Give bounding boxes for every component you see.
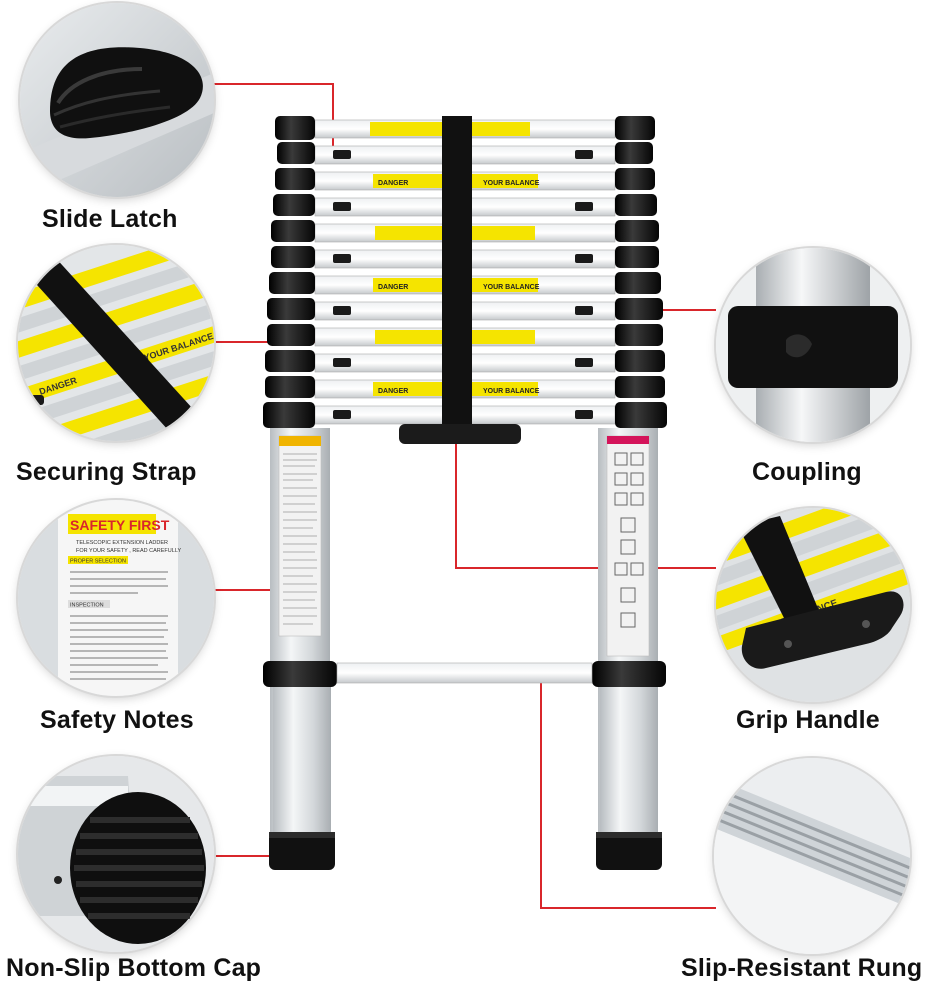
safety-notes-detail-image: SAFETY FIRST TELESCOPIC EXTENSION LADDER… (18, 500, 214, 696)
grip-handle (399, 424, 521, 444)
securing-strap-detail-circle: DANGER YOUR BALANCE (18, 245, 214, 441)
label-slide-latch: Slide Latch (42, 205, 178, 233)
lower-coupling-left (263, 661, 337, 687)
bottom-cap-right (596, 832, 662, 870)
label-slip-resistant-rung: Slip-Resistant Rung (681, 954, 923, 982)
bottom-rung (336, 662, 593, 684)
label-safety-notes: Safety Notes (40, 706, 194, 734)
read-carefully-caption: FOR YOUR SAFETY , READ CAREFULLY (76, 548, 181, 554)
couplings-right (615, 116, 667, 428)
securing-strap (442, 116, 472, 428)
rung-decal-balance-3: YOUR BALANCE (483, 388, 540, 395)
telescopic-ladder: DANGER YOUR BALANCE DANGER YOUR BALANCE … (263, 116, 667, 870)
rung-decal-danger-1: DANGER (378, 180, 408, 187)
right-stile-label (606, 435, 650, 657)
safety-first-heading: SAFETY FIRST (70, 517, 170, 533)
rung-decal-danger-2: DANGER (378, 284, 408, 291)
coupling-detail-circle (716, 248, 910, 442)
rung-detail-circle (714, 758, 910, 954)
bottom-cap-detail-image (18, 756, 214, 952)
slide-latch-detail-image (20, 3, 214, 197)
label-securing-strap: Securing Strap (16, 458, 197, 486)
couplings-left (263, 116, 315, 428)
label-non-slip-bottom-cap: Non-Slip Bottom Cap (6, 954, 262, 982)
lower-coupling-right (592, 661, 666, 687)
safety-notes-detail-circle: SAFETY FIRST TELESCOPIC EXTENSION LADDER… (18, 500, 214, 696)
bottom-cap-detail-circle (18, 756, 214, 952)
rung-detail-image (714, 758, 910, 954)
telescopic-ladder-caption: TELESCOPIC EXTENSION LADDER (76, 540, 168, 546)
grip-handle-detail-image: YOUR BALANCE (716, 508, 910, 702)
grip-handle-detail-circle: YOUR BALANCE (716, 508, 910, 702)
rung-decal-danger-3: DANGER (378, 388, 408, 395)
slide-latch-detail-circle (20, 3, 214, 197)
proper-selection-heading: PROPER SELECTION (70, 559, 126, 565)
securing-strap-detail-image: DANGER YOUR BALANCE (18, 245, 214, 441)
coupling-detail-image (716, 248, 910, 442)
rung-decal-balance-2: YOUR BALANCE (483, 284, 540, 291)
label-grip-handle: Grip Handle (736, 706, 880, 734)
label-coupling: Coupling (752, 458, 862, 486)
rung-decal-balance-1: YOUR BALANCE (483, 180, 540, 187)
slide-latches (333, 150, 593, 419)
callout-line-rung (540, 673, 716, 909)
inspection-heading: INSPECTION (70, 603, 104, 609)
bottom-cap-left (269, 832, 335, 870)
